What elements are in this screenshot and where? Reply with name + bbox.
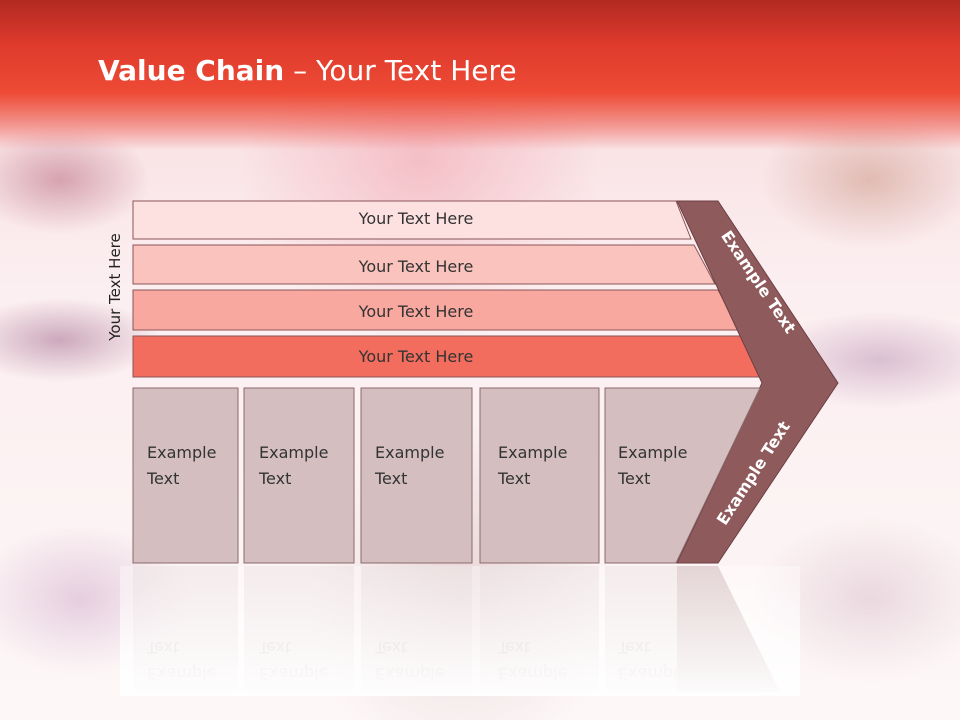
activity-column-5-line1: Example	[618, 443, 687, 462]
reflection-fade	[120, 566, 800, 696]
support-bar-4-label: Your Text Here	[358, 347, 474, 366]
activity-column-1[interactable]	[132, 387, 239, 564]
activity-column-3-line1: Example	[375, 443, 444, 462]
title-rest: – Your Text Here	[284, 54, 517, 87]
support-bar-2[interactable]	[132, 244, 716, 285]
title-bold: Value Chain	[98, 54, 285, 87]
activity-column-2-line2: Text	[258, 469, 291, 488]
slide-title[interactable]: Value Chain – Your Text Here	[98, 54, 517, 87]
activity-column-4[interactable]	[479, 387, 600, 564]
activity-column-1-line2: Text	[146, 469, 179, 488]
activity-column-2[interactable]	[243, 387, 355, 564]
activity-column-4-line2: Text	[497, 469, 530, 488]
activity-column-4-line1: Example	[498, 443, 567, 462]
activity-column-5-line2: Text	[617, 469, 650, 488]
activity-column-2-line1: Example	[259, 443, 328, 462]
chevron-arrow[interactable]	[676, 200, 839, 564]
support-bar-1[interactable]	[132, 200, 692, 240]
support-bar-2-label: Your Text Here	[358, 257, 474, 276]
support-bar-3-label: Your Text Here	[358, 302, 474, 321]
title-banner	[0, 0, 960, 150]
activity-column-3[interactable]	[360, 387, 473, 564]
activity-column-3-line2: Text	[374, 469, 407, 488]
activity-column-5[interactable]	[604, 387, 761, 564]
support-bar-1-label: Your Text Here	[358, 209, 474, 228]
activity-column-1-line1: Example	[147, 443, 216, 462]
